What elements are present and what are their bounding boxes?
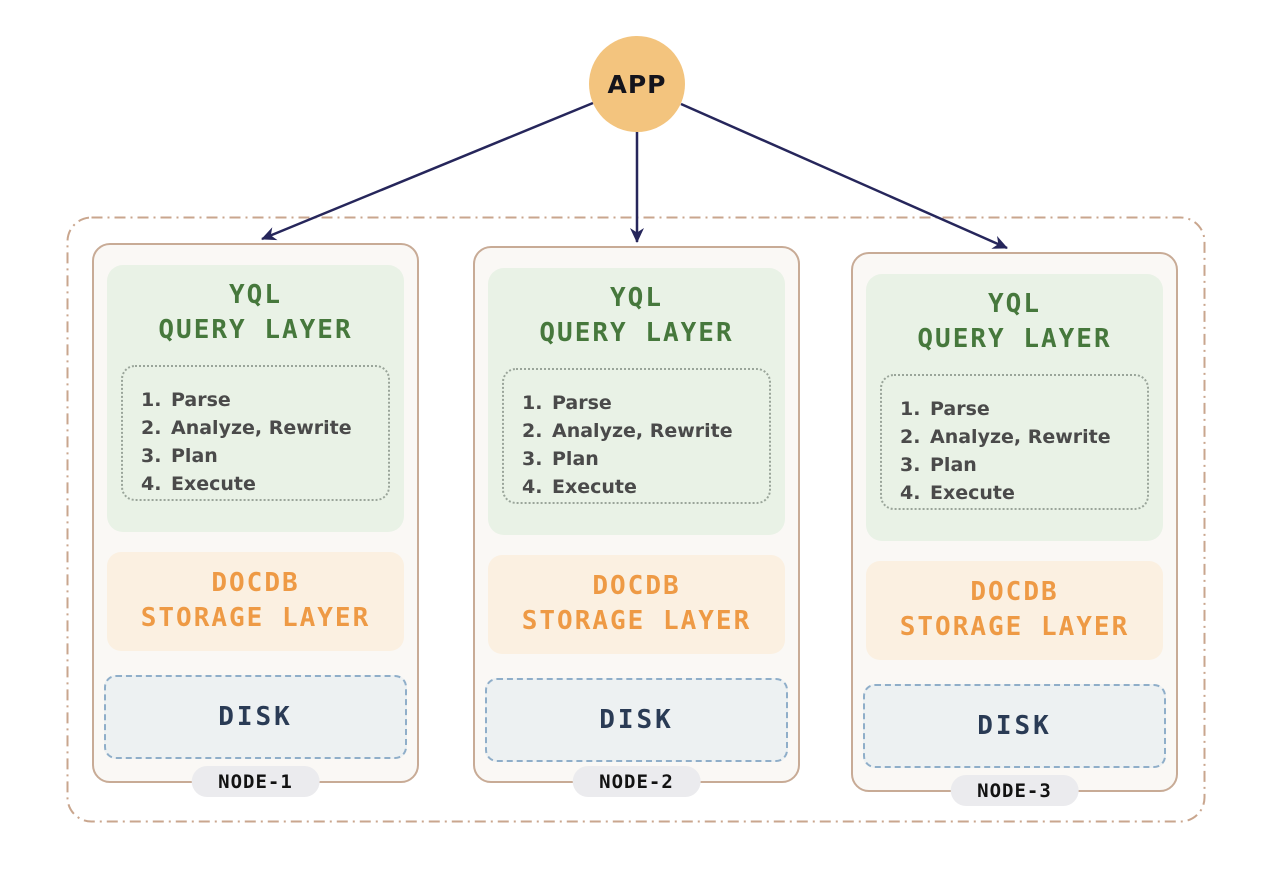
disk-box: DISK [485, 678, 788, 762]
disk-box: DISK [104, 675, 407, 759]
query-step: 2. Analyze, Rewrite [900, 423, 1139, 451]
node-card-2: YQL QUERY LAYER 1. Parse 2. Analyze, Rew… [473, 246, 800, 797]
query-steps-box: 1. Parse 2. Analyze, Rewrite 3. Plan 4. … [121, 365, 390, 501]
query-step: 4. Execute [522, 473, 761, 501]
query-step: 2. Analyze, Rewrite [141, 414, 380, 442]
docdb-storage-layer-panel: DOCDB STORAGE LAYER [107, 552, 404, 651]
query-step: 4. Execute [900, 479, 1139, 507]
step-label: Parse [930, 398, 990, 420]
node-name: NODE-1 [218, 770, 293, 793]
step-label: Execute [171, 473, 256, 495]
cluster-container: YQL QUERY LAYER 1. Parse 2. Analyze, Rew… [66, 216, 1206, 823]
step-number: 3. [900, 454, 921, 476]
query-step: 1. Parse [522, 389, 761, 417]
docdb-storage-layer-panel: DOCDB STORAGE LAYER [488, 555, 785, 654]
node-label-pill: NODE-2 [572, 766, 701, 797]
step-label: Parse [552, 392, 612, 414]
yql-title-line1: YQL [988, 289, 1041, 319]
query-step: 3. Plan [141, 442, 380, 470]
disk-label: DISK [977, 711, 1052, 741]
query-step: 3. Plan [900, 451, 1139, 479]
step-label: Execute [552, 476, 637, 498]
app-label: APP [607, 69, 667, 99]
docdb-title-line2: STORAGE LAYER [140, 603, 371, 633]
docdb-title-line1: DOCDB [211, 568, 300, 598]
step-label: Plan [930, 454, 977, 476]
node-card-3: YQL QUERY LAYER 1. Parse 2. Analyze, Rew… [851, 252, 1178, 806]
yql-title-line2: QUERY LAYER [917, 324, 1112, 354]
step-label: Plan [552, 448, 599, 470]
docdb-title-line2: STORAGE LAYER [521, 606, 752, 636]
app-node: APP [589, 36, 685, 132]
yql-title-line1: YQL [229, 280, 282, 310]
step-label: Execute [930, 482, 1015, 504]
step-number: 2. [522, 420, 543, 442]
step-number: 4. [522, 476, 543, 498]
query-step: 1. Parse [900, 395, 1139, 423]
step-number: 3. [141, 445, 162, 467]
step-number: 4. [900, 482, 921, 504]
step-number: 2. [900, 426, 921, 448]
step-number: 1. [900, 398, 921, 420]
step-label: Plan [171, 445, 218, 467]
step-number: 1. [522, 392, 543, 414]
yql-title: YQL QUERY LAYER [866, 274, 1163, 357]
yql-query-layer-panel: YQL QUERY LAYER 1. Parse 2. Analyze, Rew… [107, 265, 404, 532]
disk-label: DISK [218, 702, 293, 732]
query-step: 1. Parse [141, 386, 380, 414]
step-number: 3. [522, 448, 543, 470]
step-number: 1. [141, 389, 162, 411]
query-steps-box: 1. Parse 2. Analyze, Rewrite 3. Plan 4. … [502, 368, 771, 504]
docdb-title-line1: DOCDB [970, 577, 1059, 607]
disk-label: DISK [599, 705, 674, 735]
disk-box: DISK [863, 684, 1166, 768]
node-label-pill: NODE-3 [950, 775, 1079, 806]
node-label-pill: NODE-1 [191, 766, 320, 797]
yql-title-line1: YQL [610, 283, 663, 313]
step-label: Analyze, Rewrite [171, 417, 352, 439]
step-number: 4. [141, 473, 162, 495]
yql-query-layer-panel: YQL QUERY LAYER 1. Parse 2. Analyze, Rew… [866, 274, 1163, 541]
step-label: Analyze, Rewrite [552, 420, 733, 442]
docdb-title-line1: DOCDB [592, 571, 681, 601]
step-label: Parse [171, 389, 231, 411]
query-step: 2. Analyze, Rewrite [522, 417, 761, 445]
query-step: 3. Plan [522, 445, 761, 473]
yql-title-line2: QUERY LAYER [158, 315, 353, 345]
step-label: Analyze, Rewrite [930, 426, 1111, 448]
yql-title-line2: QUERY LAYER [539, 318, 734, 348]
yql-title: YQL QUERY LAYER [107, 265, 404, 348]
step-number: 2. [141, 417, 162, 439]
node-card-1: YQL QUERY LAYER 1. Parse 2. Analyze, Rew… [92, 243, 419, 797]
yql-title: YQL QUERY LAYER [488, 268, 785, 351]
docdb-title-line2: STORAGE LAYER [899, 612, 1130, 642]
node-name: NODE-3 [977, 779, 1052, 802]
yql-query-layer-panel: YQL QUERY LAYER 1. Parse 2. Analyze, Rew… [488, 268, 785, 535]
query-step: 4. Execute [141, 470, 380, 498]
query-steps-box: 1. Parse 2. Analyze, Rewrite 3. Plan 4. … [880, 374, 1149, 510]
cluster-dashdot-border [66, 216, 1206, 823]
node-name: NODE-2 [599, 770, 674, 793]
docdb-storage-layer-panel: DOCDB STORAGE LAYER [866, 561, 1163, 660]
